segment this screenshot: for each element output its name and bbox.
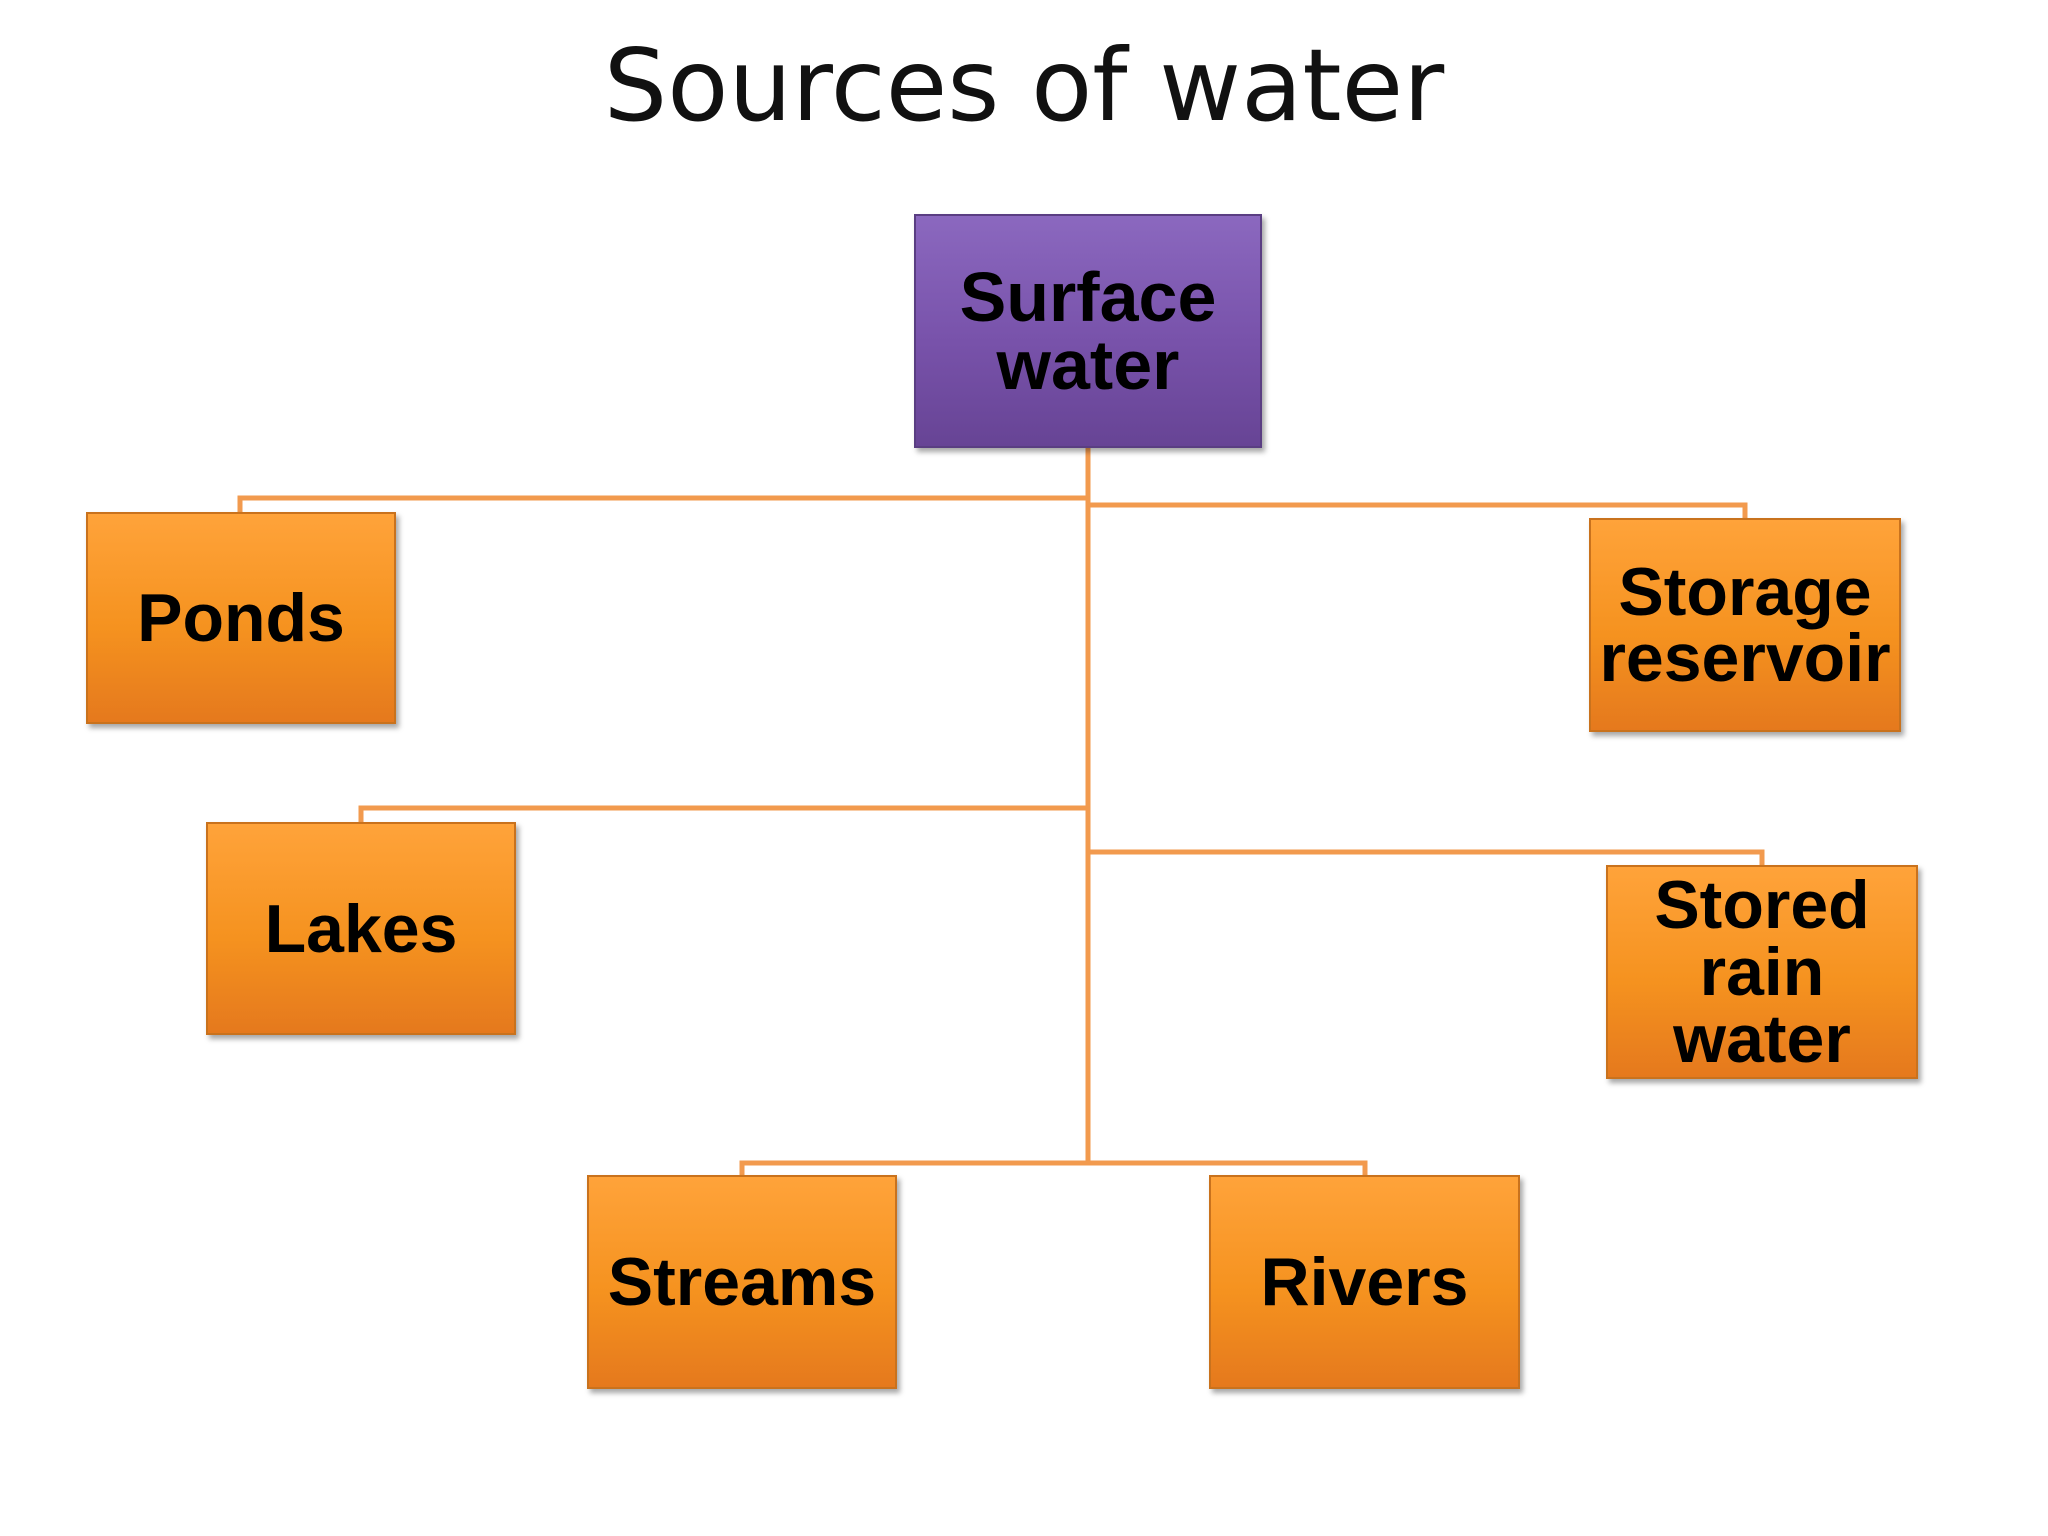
node-streams: Streams (587, 1175, 897, 1389)
connector-lakes (358, 805, 1088, 822)
connector-ponds (237, 495, 1088, 512)
node-storage-reservoir: Storage reservoir (1589, 518, 1901, 732)
connector-streams (739, 1160, 1088, 1175)
connector-rivers (1088, 1160, 1368, 1175)
node-ponds: Ponds (86, 512, 396, 724)
slide-title: Sources of water (603, 27, 1445, 144)
node-surface-water: Surface water (914, 214, 1262, 448)
node-lakes: Lakes (206, 822, 516, 1035)
connector-storage-reservoir (1088, 502, 1748, 518)
node-stored-rain-water: Stored rain water (1606, 865, 1918, 1079)
connector-stored-rain-water (1088, 849, 1765, 865)
node-rivers: Rivers (1209, 1175, 1520, 1389)
